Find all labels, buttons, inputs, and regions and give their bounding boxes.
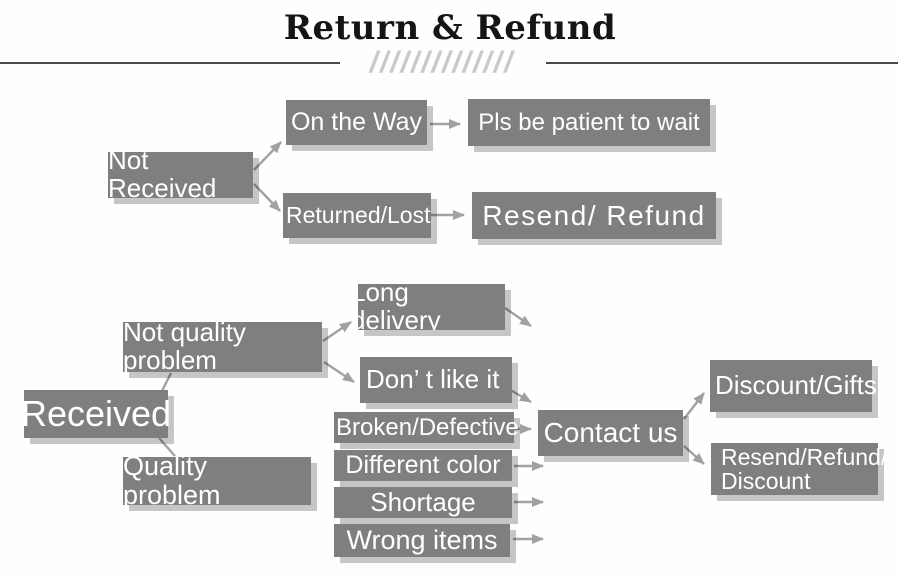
flow-node-wrong-items: Wrong items [334,524,510,557]
title-rule-left [0,62,340,64]
flow-node-label: Wrong items [346,525,498,556]
flow-node-not-quality-problem: Not quality problem [123,317,322,375]
flow-node-label: Don’ t like it [366,364,500,395]
flow-node-resend-refund: Resend/ Refund [472,192,716,239]
flow-node-quality-problem: Quality problem [123,452,311,509]
flow-node-label: Resend/ Refund [482,199,706,231]
flow-node-label: Returned/Lost [286,202,431,229]
flow-node-on-the-way: On the Way [286,100,427,145]
flow-node-pls-be-patient: Pls be patient to wait [468,99,710,146]
flow-node-different-color: Different color [334,450,512,481]
flow-arrow-nqp-to-dont-like-it [323,361,355,383]
flow-line-received-to-quality-problem [158,437,176,457]
flow-arrow-nqp-to-long-delivery [322,321,352,342]
flow-node-label: Discount/Gifts [715,370,877,401]
flow-node-label: Broken/Defective [336,413,519,441]
flow-node-label: Resend/Refund/ Discount [721,443,888,494]
flow-arrow-long-delivery-out [504,307,532,327]
flow-node-label: Pls be patient to wait [478,108,700,136]
flow-node-label: Long delivery [358,284,441,330]
flow-node-label: On the Way [290,108,423,137]
flow-node-label: Shortage [370,486,476,517]
flow-node-resend-refund-discount: Resend/Refund/ Discount [711,443,887,495]
flow-node-shortage: Shortage [334,487,512,518]
flow-line-received-to-nqp [160,372,173,392]
flow-arrow-contact-us-to-resend-discount [683,445,705,465]
flow-node-long-delivery: Long delivery [358,284,505,330]
flow-node-not-received: Not Received [108,147,253,202]
flow-node-returned-lost: Returned/Lost [283,193,431,238]
flow-node-label: Contact us [543,417,678,449]
flow-arrow-contact-us-to-discount-gifts [683,392,705,420]
flow-node-label: Not quality problem [123,317,246,375]
flow-node-label: Received [20,392,172,434]
flow-node-label: Different color [345,451,501,480]
slash-decoration-icon: ////////////// [369,46,515,79]
page-title: Return & Refund [283,8,617,48]
flow-node-label: Quality problem [123,451,221,510]
flow-arrow-not-received-to-on-the-way [253,141,282,171]
flow-node-received: Received [20,390,172,438]
flow-node-dont-like-it: Don’ t like it [360,357,512,403]
flow-node-label: Not Received [108,145,217,203]
flow-arrow-not-received-to-returned-lost [253,183,281,212]
flow-node-discount-gifts: Discount/Gifts [710,360,877,412]
title-rule-right [546,62,898,64]
flow-node-broken-defective: Broken/Defective [334,412,519,443]
flow-node-contact-us: Contact us [538,410,683,456]
